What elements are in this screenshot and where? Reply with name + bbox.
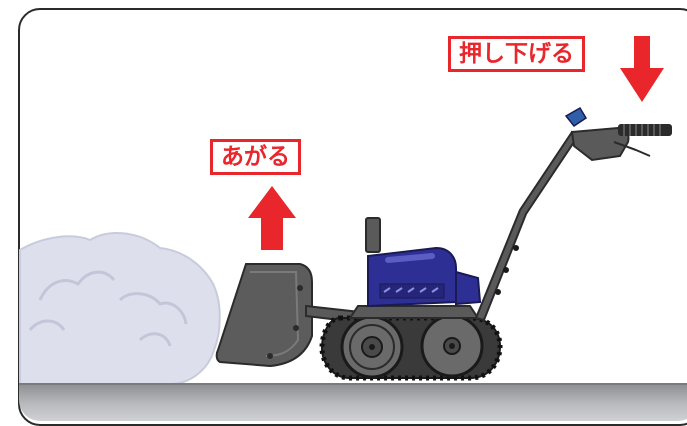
push-down-label: 押し下げる	[448, 36, 585, 72]
plow-blade	[215, 263, 313, 368]
motor-body	[365, 217, 482, 308]
drive-sprocket	[340, 315, 404, 379]
handle-bar	[474, 106, 672, 322]
ground	[19, 384, 687, 421]
chassis	[348, 305, 480, 319]
idler-wheel	[420, 314, 484, 378]
snow-pile	[19, 232, 221, 385]
raise-label: あがる	[210, 139, 301, 175]
arrow-up-icon	[248, 186, 296, 250]
arrow-down-icon	[620, 36, 664, 102]
